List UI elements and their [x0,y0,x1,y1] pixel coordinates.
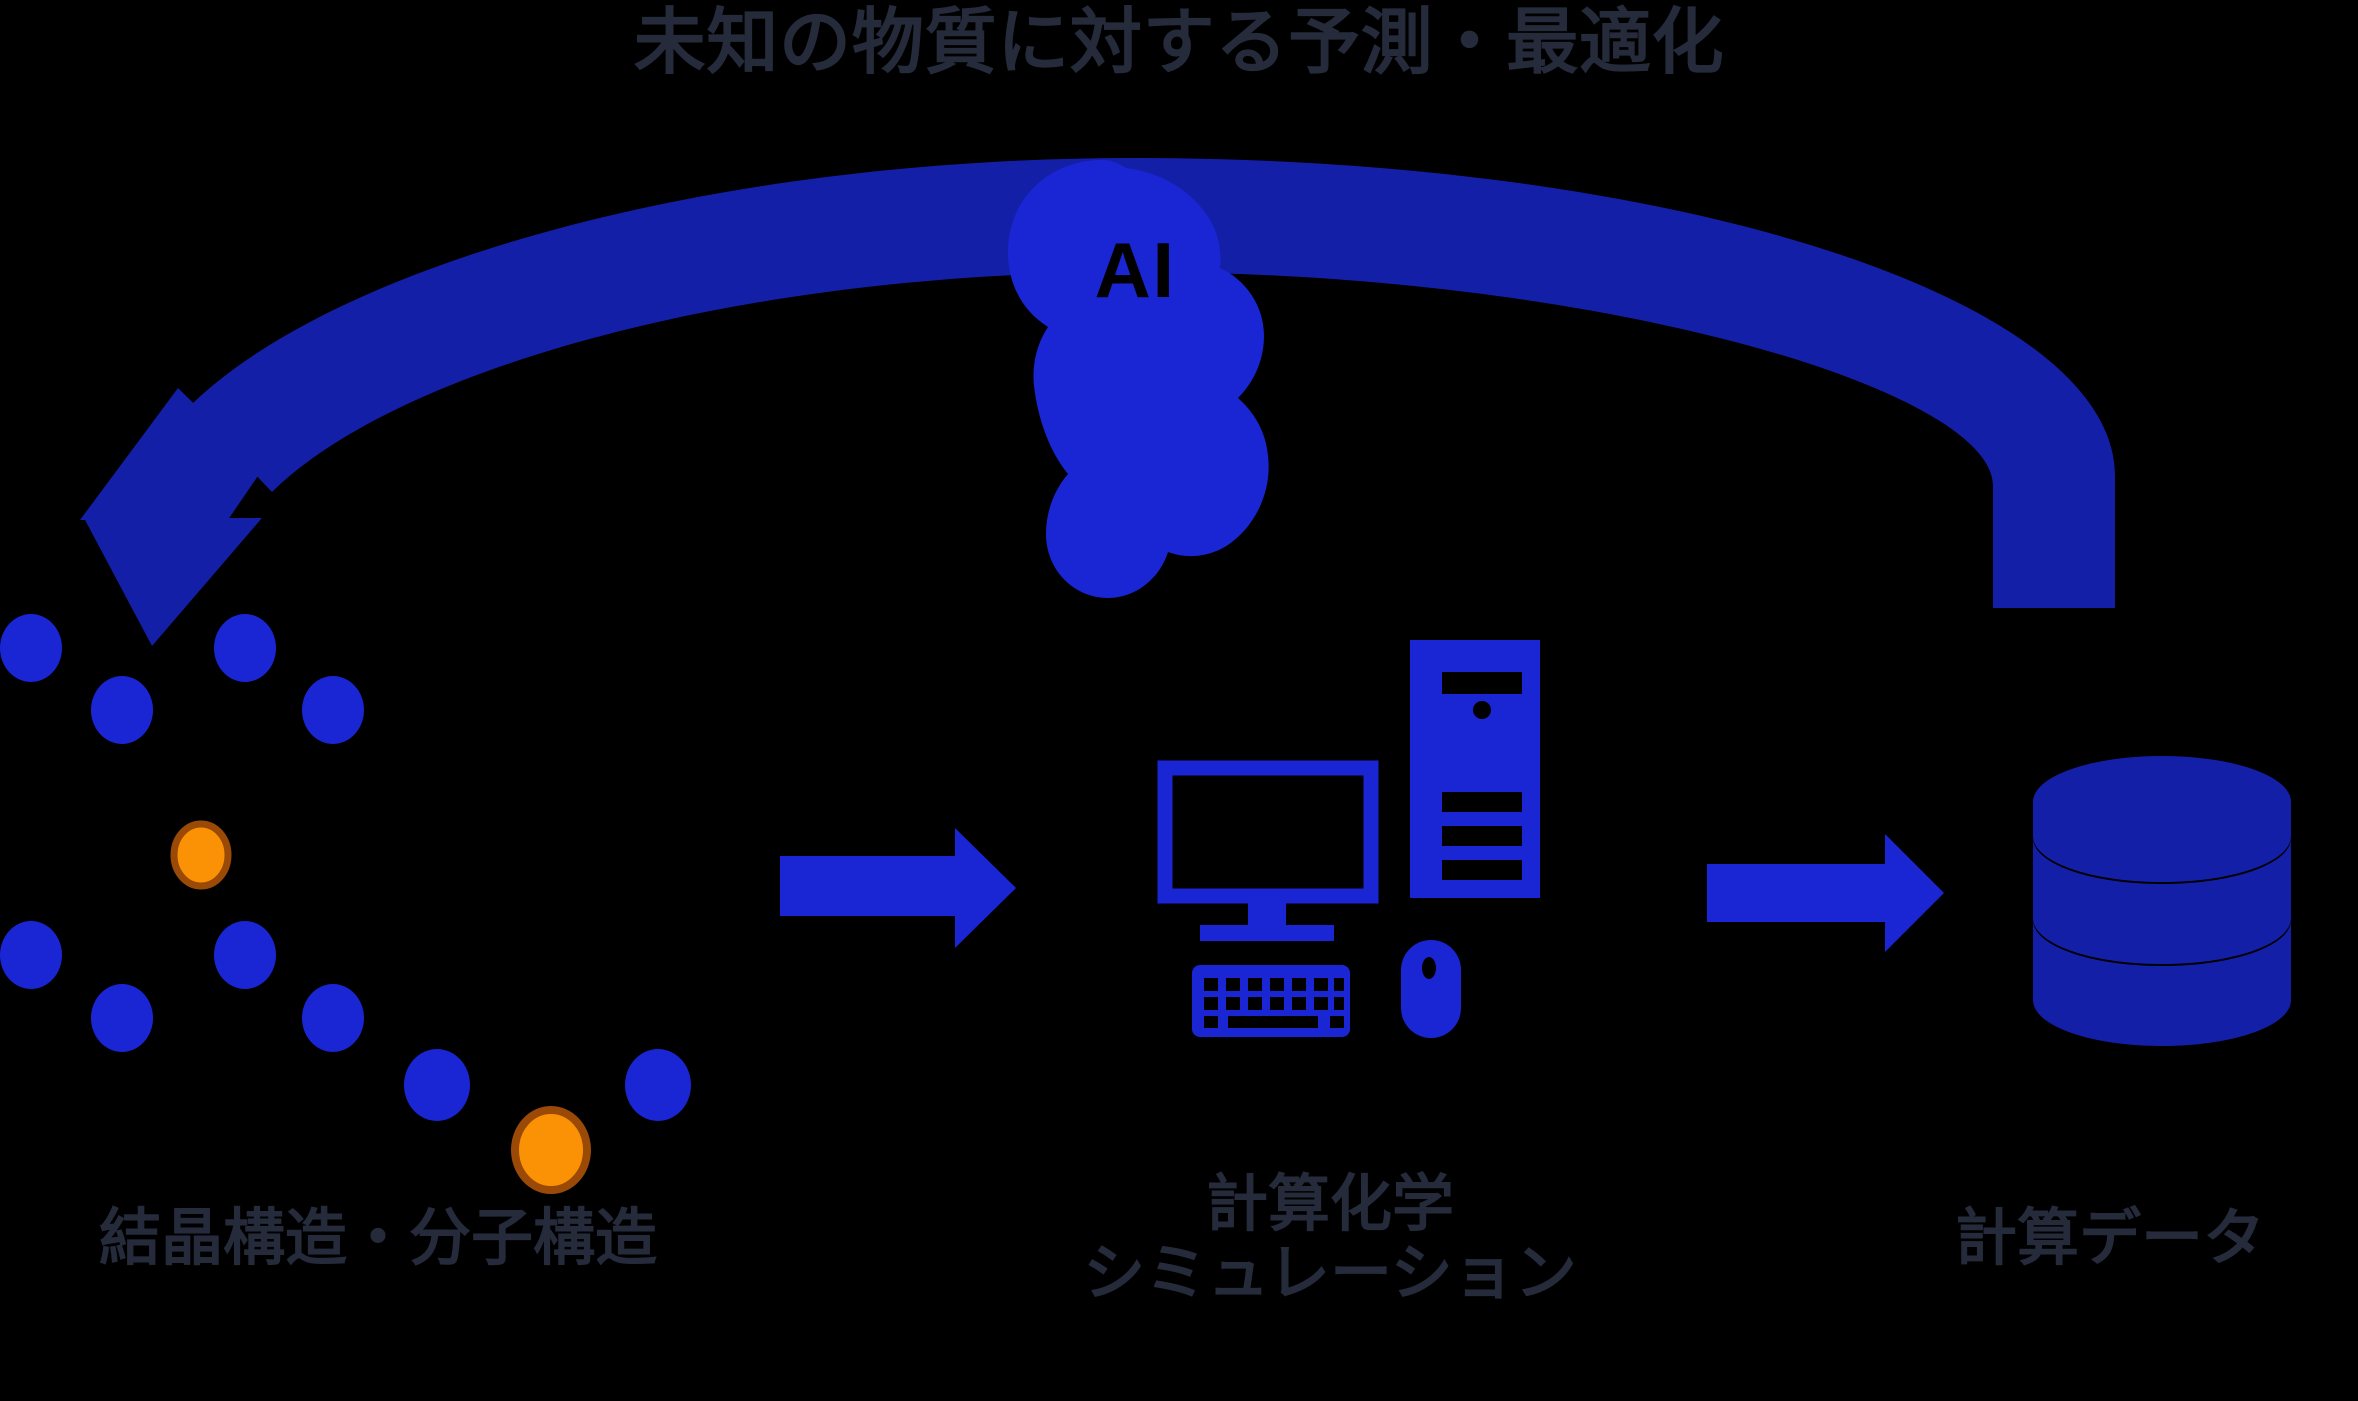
atom-blue [625,1049,691,1121]
ai-blob-shape [1008,160,1269,598]
monitor-base [1200,925,1334,941]
feedback-arc-band [190,158,2115,608]
atom-blue [0,921,62,989]
atom-blue [91,676,153,744]
caption-computed-data: 計算データ [1954,1204,2265,1273]
atom-blue [91,984,153,1052]
feedback-arrow-head-triangle [84,518,262,646]
mouse [1401,940,1461,1038]
atom-orange-highlight [170,820,232,890]
atom-orange-highlight [511,1106,591,1194]
db-segment-bottom [2033,920,2291,1046]
atom-blue [302,676,364,744]
caption-computational-chemistry-simulation: 計算化学 シミュレーション [1083,1170,1577,1309]
arrow-glyph [780,828,1016,948]
monitor-screen [1157,760,1379,904]
molecule-blue-atoms [0,614,691,1121]
molecule-orange-atoms [170,820,591,1194]
caption-crystal-molecular-structure: 結晶構造・分子構造 [98,1204,657,1273]
diagram-title: 未知の物質に対する予測・最適化 [633,3,1725,83]
atom-blue [404,1049,470,1121]
tower-details [1442,672,1522,880]
db-segment-middle [2033,838,2291,964]
mouse-wheel [1422,957,1436,979]
db-segment-top [2033,756,2291,882]
atom-blue [214,614,276,682]
keyboard-keys [1204,978,1344,1028]
atom-blue [0,614,62,682]
atom-blue [302,984,364,1052]
arrow-glyph [1707,834,1944,952]
atom-blue [214,921,276,989]
monitor-neck [1248,903,1286,929]
